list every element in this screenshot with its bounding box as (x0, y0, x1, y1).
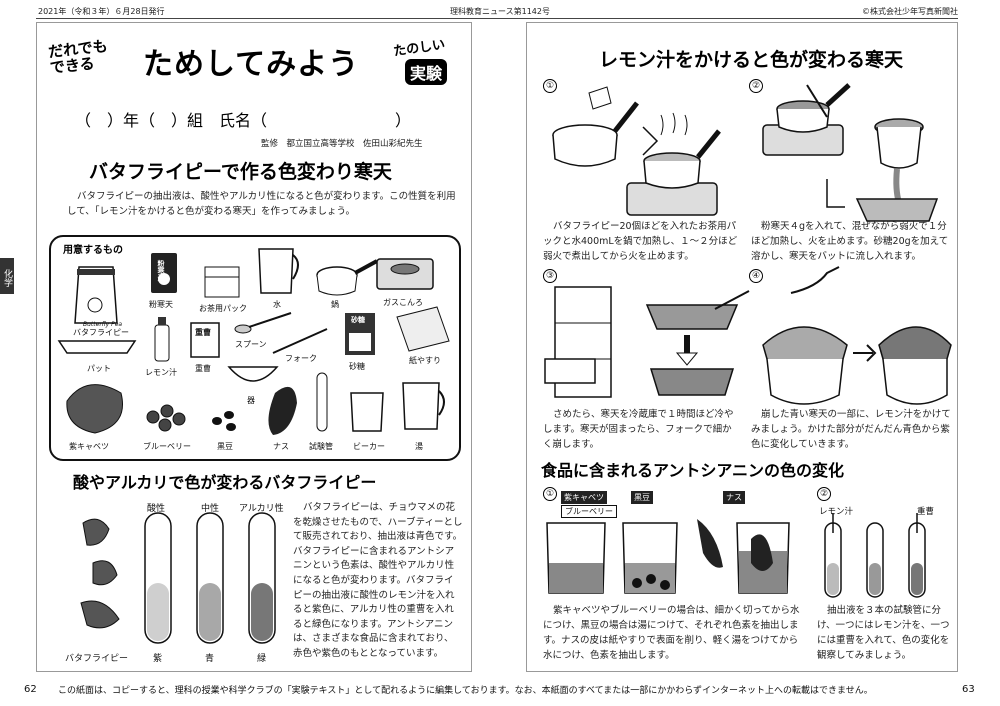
label-kanten: 粉寒天 (149, 300, 173, 309)
label-sugar: 砂糖 (349, 362, 365, 371)
materials-illustrations (57, 248, 450, 435)
test-tube-icon (316, 372, 328, 432)
tube-head-neutral: 中性 (201, 504, 220, 514)
butterfly-pea-packet-text: Butterfly Pea (83, 321, 123, 328)
food-step-1-number: ① (543, 487, 557, 501)
issue-number: 理科教育ニュース第1142号 (450, 7, 550, 16)
measuring-cup (258, 248, 294, 294)
black-bean-icon (212, 417, 222, 425)
lemon-section-title: レモン汁をかけると色が変わる寒天 (599, 49, 904, 71)
label-lemon-juice: レモン汁 (145, 368, 177, 377)
label-bowl: 器 (247, 396, 255, 405)
step3-text: さめたら、寒天を冷蔵庫で１時間ほど冷やします。寒天が固まったら、フォークで細かく… (543, 409, 734, 450)
label-spoon: スプーン (235, 340, 267, 349)
hot-water-cup (402, 382, 440, 430)
supervisor: 監修 都立国立高等学校 佐田山彩紀先生 (261, 139, 423, 149)
label-eggplant-r: ナス (723, 491, 745, 504)
step3-crushed (649, 368, 735, 396)
step4-text: 崩した青い寒天の一部に、レモン汁をかけてみましょう。かけた部分がだんだん青色から… (751, 409, 951, 450)
label-gas-stove: ガスこんろ (383, 298, 423, 307)
materials-heading: 用意するもの (63, 245, 123, 256)
materials-box (49, 235, 461, 461)
left-page: だれでも できる ためしてみよう たのしい 実験 （ ）年（ ）組 氏名（ ） … (36, 22, 472, 672)
label-lemon-juice-r: レモン汁 (819, 507, 854, 517)
tube-illustrations (80, 512, 276, 644)
tube-head-acid: 酸性 (147, 504, 166, 514)
step3-vat (645, 304, 739, 330)
anthocyanin-section-title: 食品に含まれるアントシアニンの色の変化 (541, 461, 845, 480)
vat-icon (57, 340, 137, 354)
label-red-cabbage: 紫キャベツ (69, 442, 109, 451)
label-blueberry-r: ブルーベリー (561, 505, 617, 518)
header-rule (36, 18, 958, 19)
label-soda: 重曹 (195, 364, 211, 373)
step-4-number: ④ (749, 269, 763, 283)
sandpaper (396, 306, 450, 352)
step1-text: バタフライピー20個ほどを入れたお茶用パックと水400mLを鍋で加熱し、１～２分… (543, 221, 738, 262)
step2-text: 粉寒天４gを入れて、混ぜながら弱火で１分ほど加熱し、火を止めます。砂糖20gを加… (751, 221, 949, 262)
eggplant-skin (697, 519, 723, 568)
red-cabbage (66, 384, 123, 434)
issue-date: 2021年（令和３年）６月28日発行 (38, 7, 165, 16)
beaker-icon (350, 392, 384, 432)
butterfly-pea-packet (74, 266, 118, 324)
label-blueberry: ブルーベリー (143, 442, 191, 451)
spoon-icon (234, 324, 252, 334)
section2-body: バタフライピーは、チョウマメの花を乾燥させたもので、ハーブティーとして販売されて… (293, 502, 463, 659)
label-butterfly-pea: バタフライピー (73, 328, 129, 337)
logo-jikken: 実験 (405, 59, 448, 85)
label-hot-water: 湯 (415, 442, 423, 451)
label-cabbage: 紫キャベツ (561, 491, 607, 504)
soda-box-text: 重曹 (195, 328, 211, 337)
kanten-bag-text: 粉寒天 (157, 260, 165, 281)
step-3-number: ③ (543, 269, 557, 283)
page-number-left: 62 (24, 684, 37, 695)
label-eggplant: ナス (273, 442, 289, 451)
flower-label: バタフライピー (65, 654, 129, 664)
tube-color-blue: 青 (205, 654, 215, 664)
logo-title: ためしてみよう (143, 47, 360, 82)
section2-title: 酸やアルカリで色が変わるバタフライピー (73, 473, 377, 492)
tube-color-purple: 紫 (153, 654, 163, 664)
anthocyanin-illustrations (546, 513, 926, 598)
footer-notice: この紙面は、コピーすると、理科の授業や科学クラブの「実験テキスト」として配れるよ… (58, 686, 873, 696)
tube-color-green: 緑 (257, 654, 267, 664)
section1-title: バタフライピーで作る色変わり寒天 (89, 161, 392, 183)
step-2-number: ② (749, 79, 763, 93)
bowl-icon (227, 366, 279, 382)
soda-box (190, 322, 220, 358)
butterfly-pea-flower (82, 518, 110, 546)
anthocyanin-text-right: 抽出液を３本の試験管に分け、一つにはレモン汁を、一つには重曹を入れて、色の変化を… (817, 605, 950, 661)
sugar-bag-text: 砂糖 (351, 316, 365, 324)
publisher: ©株式会社少年写真新聞社 (862, 7, 958, 16)
tea-pack (204, 266, 240, 298)
right-page: レモン汁をかけると色が変わる寒天 ① ② ③ ④ (526, 22, 958, 672)
subject-tab: 化学 (0, 258, 14, 294)
label-vat: パット (87, 364, 111, 373)
student-name-line: （ ）年（ ）組 氏名（ ） (75, 111, 412, 130)
label-soda-r: 重曹 (917, 507, 935, 517)
label-test-tube: 試験管 (309, 442, 333, 451)
label-tea-pack: お茶用パック (199, 304, 247, 313)
label-water: 水 (273, 300, 281, 309)
section1-body: バタフライピーの抽出液は、酸性やアルカリ性になると色が変わります。この性質を利用… (67, 191, 456, 217)
label-sandpaper: 紙やすり (409, 356, 441, 365)
anthocyanin-text-left: 紫キャベツやブルーベリーの場合は、細かく切ってから水につけ、黒豆の場合は湯につけ… (543, 605, 800, 661)
fork-icon (272, 328, 328, 354)
step2-vat (855, 198, 939, 222)
label-pot: 鍋 (331, 300, 339, 309)
page-number-right: 63 (962, 684, 975, 695)
label-black-bean: 黒豆 (217, 442, 233, 451)
label-beaker: ビーカー (353, 442, 385, 451)
label-fork: フォーク (285, 354, 317, 363)
eggplant-icon (268, 386, 297, 435)
step-1-number: ① (543, 79, 557, 93)
tube-head-alkaline: アルカリ性 (239, 504, 284, 514)
label-black-bean-r: 黒豆 (631, 491, 653, 504)
blueberry-icon (146, 410, 160, 424)
food-step-2-number: ② (817, 487, 831, 501)
step-illustrations (544, 83, 952, 405)
